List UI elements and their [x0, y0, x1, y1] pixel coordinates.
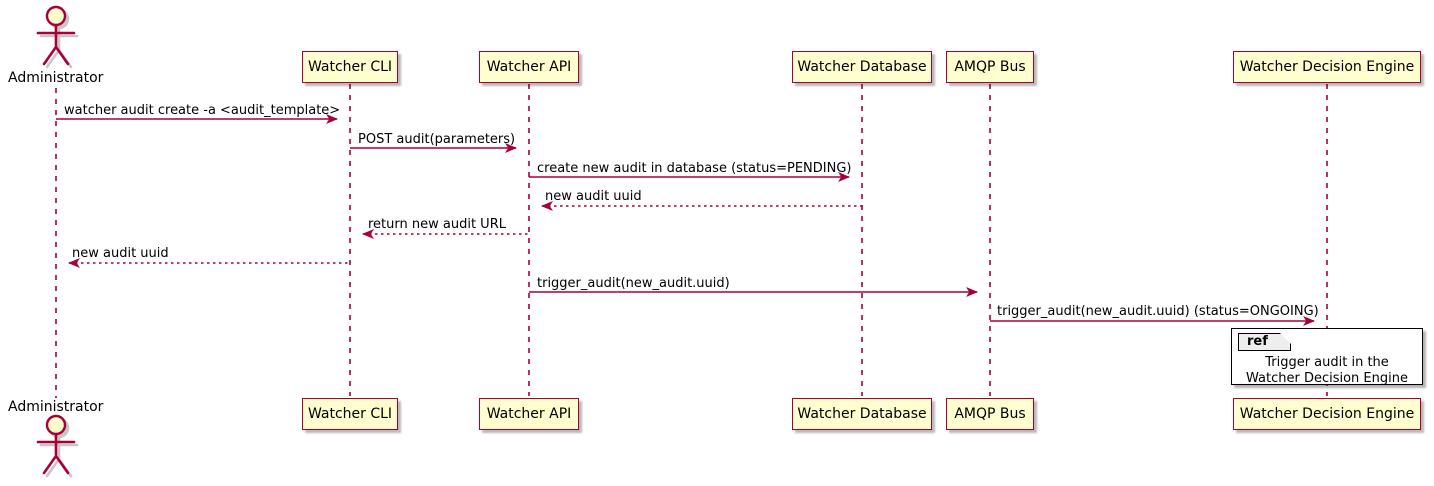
- actor-label-administrator-top: Administrator: [8, 70, 104, 86]
- participant-box-watcher-decision-engine-top[interactable]: Watcher Decision Engine: [1233, 51, 1421, 83]
- participant-label: Watcher Database: [797, 59, 927, 75]
- participant-box-watcher-decision-engine-bottom[interactable]: Watcher Decision Engine: [1233, 398, 1421, 430]
- participant-box-watcher-cli-top[interactable]: Watcher CLI: [302, 51, 398, 83]
- participant-box-watcher-api-bottom[interactable]: Watcher API: [479, 398, 579, 430]
- message-label-7: trigger_audit(new_audit.uuid): [537, 276, 730, 291]
- participant-label: Watcher CLI: [307, 59, 393, 75]
- participant-label: Watcher CLI: [307, 406, 393, 422]
- participant-label: Watcher API: [486, 406, 572, 422]
- lifelines: [55, 84, 1328, 398]
- ref-fragment-tab: ref: [1238, 333, 1291, 351]
- participant-box-watcher-database-bottom[interactable]: Watcher Database: [792, 398, 932, 430]
- participant-label: Watcher Decision Engine: [1239, 59, 1415, 75]
- participant-box-watcher-api-top[interactable]: Watcher API: [479, 51, 579, 83]
- participant-label: AMQP Bus: [954, 59, 1026, 75]
- participant-box-watcher-cli-bottom[interactable]: Watcher CLI: [302, 398, 398, 430]
- participant-label: Watcher Database: [797, 406, 927, 422]
- participant-label: Watcher API: [486, 59, 572, 75]
- message-label-8: trigger_audit(new_audit.uuid) (status=ON…: [997, 304, 1319, 319]
- message-label-1: watcher audit create -a <audit_template>: [64, 103, 341, 118]
- message-arrows: [56, 114, 1315, 326]
- participant-box-watcher-database-top[interactable]: Watcher Database: [792, 51, 932, 83]
- actor-body: [36, 23, 76, 66]
- actor-head: [45, 414, 67, 436]
- message-label-5: return new audit URL: [368, 217, 506, 232]
- actor-label-administrator-bottom: Administrator: [8, 399, 104, 415]
- actor-body: [36, 432, 76, 475]
- message-label-3: create new audit in database (status=PEN…: [537, 161, 852, 176]
- participant-label: Watcher Decision Engine: [1239, 406, 1415, 422]
- ref-fragment-body: Trigger audit in the Watcher Decision En…: [1232, 355, 1422, 387]
- participant-box-amqp-bus-bottom[interactable]: AMQP Bus: [946, 398, 1034, 430]
- participant-box-amqp-bus-top[interactable]: AMQP Bus: [946, 51, 1034, 83]
- message-label-2: POST audit(parameters): [358, 132, 516, 147]
- actor-head: [45, 5, 67, 27]
- message-label-4: new audit uuid: [545, 189, 642, 204]
- ref-fragment: ref Trigger audit in the Watcher Decisio…: [1231, 328, 1423, 387]
- ref-fragment-line-2: Watcher Decision Engine: [1246, 371, 1408, 386]
- ref-tab-corner-icon: [1279, 333, 1291, 344]
- ref-fragment-line-1: Trigger audit in the: [1265, 355, 1389, 370]
- message-label-6: new audit uuid: [72, 246, 169, 261]
- actor-administrator-top: [36, 5, 79, 69]
- ref-fragment-tab-label: ref: [1247, 334, 1268, 349]
- actor-administrator-bottom: [36, 414, 79, 478]
- participant-label: AMQP Bus: [954, 406, 1026, 422]
